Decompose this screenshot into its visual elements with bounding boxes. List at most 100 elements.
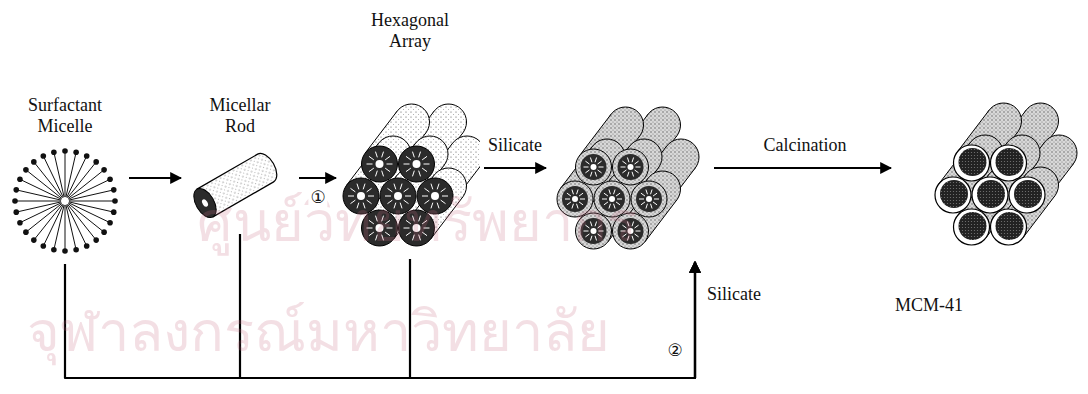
rod-core <box>591 164 597 170</box>
surfactant-tick <box>437 184 439 190</box>
surfactant-tail <box>69 190 112 200</box>
surfactant-head <box>12 198 18 204</box>
surfactant-tail <box>18 190 61 200</box>
surfactant-tick <box>646 204 648 209</box>
rod-face <box>362 146 398 182</box>
surfactant-tick <box>621 167 626 168</box>
surfactant-tick <box>385 168 390 172</box>
surfactant-head <box>107 177 113 183</box>
surfactant-head <box>107 220 113 226</box>
micelle-figure <box>12 148 118 254</box>
surfactant-tick <box>406 156 411 160</box>
surfactant-head <box>112 198 118 204</box>
surfactant-tick <box>636 167 641 168</box>
empty-pore <box>959 212 987 240</box>
surfactant-head <box>111 209 117 215</box>
surfactant-tick <box>394 184 396 190</box>
surfactant-tick <box>598 170 602 173</box>
surfactant-tick <box>585 161 589 164</box>
surfactant-tick <box>382 152 384 158</box>
reagent-label: Silicate <box>705 284 763 305</box>
surfactant-tick <box>412 171 414 177</box>
surfactant-head <box>23 229 29 235</box>
callout-number: ② <box>665 340 684 361</box>
surfactant-tick <box>651 189 653 194</box>
stage-label: Hexagonal Array <box>360 10 460 52</box>
surfactant-tick <box>651 204 653 209</box>
rod-core <box>646 196 652 202</box>
surfactant-tick <box>641 193 645 196</box>
surfactant-tick <box>653 202 657 205</box>
surfactant-tick <box>654 199 659 200</box>
surfactant-tick <box>599 167 604 168</box>
surfactant-head <box>101 229 107 235</box>
rod-face <box>399 146 435 182</box>
rod-core <box>413 160 421 168</box>
surfactant-tail <box>22 203 62 222</box>
surfactant-head <box>84 243 90 249</box>
stage-label: Surfactant Micelle <box>5 95 125 137</box>
surfactant-tick <box>367 164 373 165</box>
surfactant-tail <box>54 205 64 248</box>
surfactant-tick <box>382 171 384 177</box>
surfactant-tick <box>387 164 393 165</box>
stage-label: MCM-41 <box>895 295 985 316</box>
empty-pore <box>996 212 1024 240</box>
surfactant-tail <box>67 205 86 245</box>
surfactant-tick <box>653 193 657 196</box>
mcm-figure <box>935 103 1077 245</box>
step-label: Calcination <box>762 135 849 156</box>
illustration-node: Surfactant Micelle <box>5 95 125 261</box>
surfactant-head <box>111 187 117 193</box>
surfactant-head <box>41 153 47 159</box>
surfactant-tick <box>406 168 411 172</box>
process-arrow <box>129 177 181 179</box>
surfactant-tick <box>632 157 634 162</box>
surfactant-tick <box>595 157 597 162</box>
empty-pore <box>1014 180 1042 208</box>
surfactant-tail <box>68 171 102 198</box>
surfactant-head <box>62 248 68 254</box>
surfactant-tail <box>44 158 63 198</box>
illustration <box>895 55 1080 255</box>
surfactant-tick <box>646 189 648 194</box>
rod-face <box>636 186 662 212</box>
surfactant-head <box>51 247 57 253</box>
surfactant-tick <box>627 157 629 162</box>
surfactant-tick <box>641 202 645 205</box>
surfactant-tail <box>54 154 64 197</box>
illustration <box>5 141 125 261</box>
surfactant-tick <box>419 152 421 158</box>
surfactant-head <box>73 149 79 155</box>
surfactant-tick <box>622 161 626 164</box>
surfactant-tick <box>422 168 427 172</box>
process-arrow <box>484 167 546 169</box>
surfactant-tick <box>375 152 377 158</box>
surfactant-tick <box>400 184 402 190</box>
surfactant-tick <box>375 171 377 177</box>
surfactant-head <box>73 247 79 253</box>
pore-wall <box>972 177 1008 213</box>
surfactant-tick <box>585 170 589 173</box>
surfactant-head <box>101 167 107 173</box>
pore-wall <box>1009 177 1045 213</box>
surfactant-tick <box>404 164 410 165</box>
pore-wall <box>935 177 971 213</box>
illustration-node: MCM-41 <box>895 55 1080 316</box>
pore-wall <box>991 145 1027 181</box>
surfactant-head <box>31 159 37 165</box>
rod-core <box>376 160 384 168</box>
surfactant-tick <box>357 184 359 190</box>
surfactant-tick <box>598 161 602 164</box>
silicate-wall <box>613 149 649 185</box>
surfactant-tail <box>65 153 66 197</box>
surfactant-tick <box>635 161 639 164</box>
surfactant-tail <box>66 154 76 197</box>
process-arrow <box>299 177 336 179</box>
surfactant-tail <box>27 203 61 230</box>
surfactant-head <box>31 237 37 243</box>
surfactant-tick <box>639 199 644 200</box>
watermark: จุฬาลงกรณ์มหาวิทยาลัย <box>25 300 612 364</box>
surfactant-tick <box>424 164 430 165</box>
